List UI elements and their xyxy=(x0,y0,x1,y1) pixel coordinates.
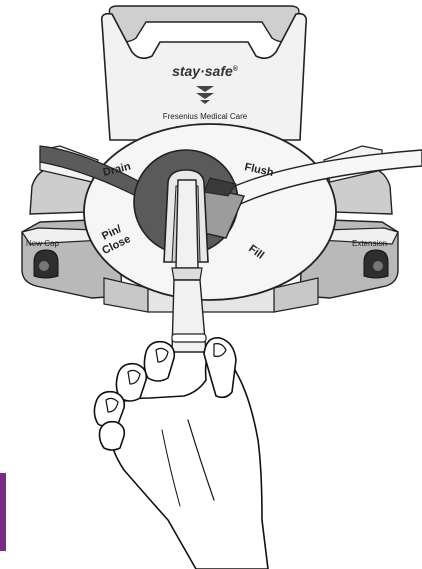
manufacturer-name: Fresenius Medical Care xyxy=(163,112,248,121)
label-new-cap: New Cap xyxy=(26,239,59,248)
brand-chevron-icon xyxy=(196,86,214,104)
label-extension: Extension xyxy=(352,239,387,248)
flush-tube xyxy=(224,149,422,207)
organizer-head xyxy=(100,5,308,141)
connector-tube xyxy=(171,179,207,353)
accent-bar xyxy=(0,473,6,551)
hand-illustration xyxy=(93,337,269,569)
brand-logo: stay·safe® xyxy=(172,63,239,79)
